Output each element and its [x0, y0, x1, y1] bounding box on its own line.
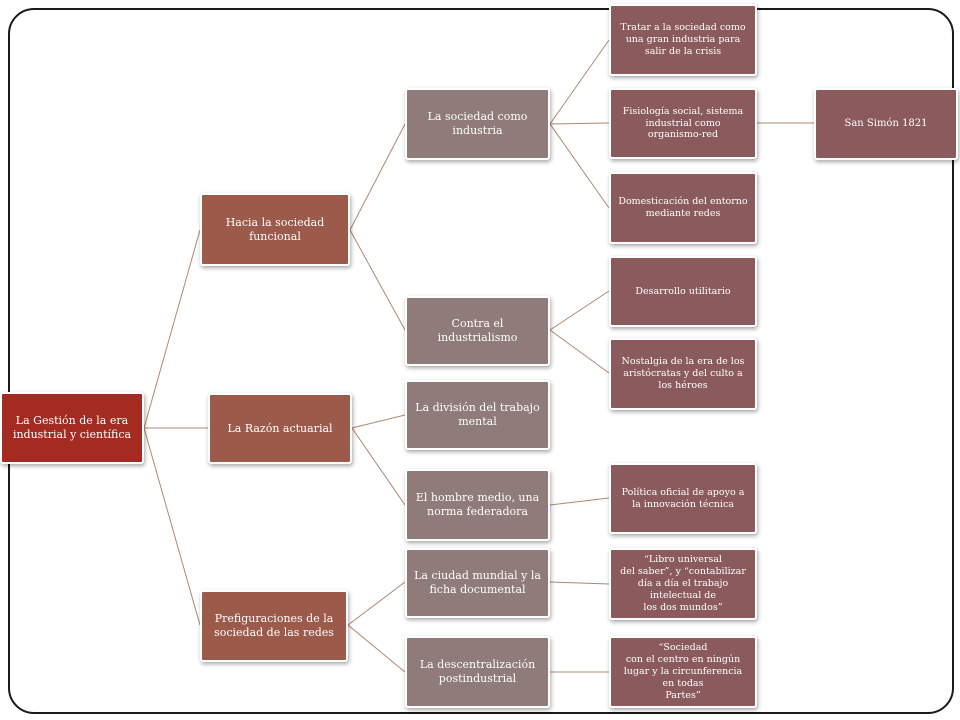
connector-contra-nostalgia: [549, 329, 610, 374]
node-razon-actuarial: La Razón actuarial: [208, 393, 352, 464]
node-sociedad-centro-line3: Partes”: [665, 689, 701, 701]
connector-actuarial-division: [351, 414, 406, 429]
node-tratar-sociedad-label: Tratar a la sociedad como una gran indus…: [620, 22, 746, 57]
connector-root-funcional: [143, 229, 201, 429]
node-san-simon-label: San Simón 1821: [844, 117, 928, 129]
connector-redes-descentral: [347, 624, 406, 673]
connector-funcional-sociedad: [349, 123, 406, 231]
node-descentralizacion: La descentralización postindustrial: [405, 636, 550, 708]
connector-sociedad-fisiologia: [549, 122, 610, 125]
connector-sociedad-tratar: [549, 39, 610, 125]
node-sociedad-centro-line1: “Sociedad: [658, 642, 708, 654]
connector-contra-desarrollo: [549, 290, 610, 331]
node-san-simon: San Simón 1821: [814, 88, 958, 160]
slide-frame: [8, 8, 954, 714]
node-division-trabajo-mental-label: La división del trabajo mental: [415, 401, 540, 428]
node-prefiguraciones-redes-label: Prefiguraciones de la sociedad de las re…: [214, 612, 334, 639]
node-nostalgia-aristocratas: Nostalgia de la era de los aristócratas …: [609, 338, 757, 410]
node-sociedad-centro-line2: con el centro en ningún lugar y la circu…: [623, 654, 743, 689]
node-razon-actuarial-label: La Razón actuarial: [227, 421, 333, 435]
node-desarrollo-utilitario: Desarrollo utilitario: [609, 256, 757, 327]
node-libro-universal-line2: del saber”, y “contabilizar día a día el…: [620, 566, 746, 601]
node-nostalgia-aristocratas-label: Nostalgia de la era de los aristócratas …: [621, 356, 745, 391]
node-descentralizacion-label: La descentralización postindustrial: [419, 658, 536, 685]
node-hombre-medio: El hombre medio, una norma federadora: [405, 469, 550, 541]
node-sociedad-centro: “Sociedad con el centro en ningún lugar …: [609, 636, 757, 708]
connector-ciudad-libro: [549, 581, 610, 585]
node-fisiologia-social-label: Fisiología social, sistema industrial co…: [622, 105, 744, 141]
connector-sociedad-domesticacion: [549, 123, 610, 209]
node-root-label: La Gestión de la era industrial y cientí…: [12, 414, 132, 441]
node-desarrollo-utilitario-label: Desarrollo utilitario: [635, 285, 731, 297]
connector-actuarial-hombre: [351, 427, 406, 506]
connector-root-redes: [143, 427, 201, 626]
node-libro-universal-line3: los dos mundos”: [643, 601, 723, 613]
node-contra-industrialismo-label: Contra el industrialismo: [437, 317, 518, 344]
node-libro-universal: “Libro universal del saber”, y “contabil…: [609, 548, 757, 620]
node-ciudad-mundial: La ciudad mundial y la ficha documental: [405, 548, 550, 618]
node-domesticacion-entorno-label: Domesticación del entorno mediante redes: [618, 196, 748, 219]
node-fisiologia-social: Fisiología social, sistema industrial co…: [609, 88, 757, 159]
node-hombre-medio-label: El hombre medio, una norma federadora: [415, 491, 540, 518]
node-politica-oficial-label: Política oficial de apoyo a la innovació…: [621, 486, 745, 510]
node-sociedad-como-industria: La sociedad como industria: [405, 88, 550, 160]
connector-redes-ciudad: [347, 581, 406, 626]
node-domesticacion-entorno: Domesticación del entorno mediante redes: [609, 172, 757, 244]
node-sociedad-como-industria-label: La sociedad como industria: [427, 110, 528, 137]
node-root: La Gestión de la era industrial y cientí…: [0, 392, 144, 464]
node-division-trabajo-mental: La división del trabajo mental: [405, 380, 550, 450]
node-tratar-sociedad: Tratar a la sociedad como una gran indus…: [609, 4, 757, 76]
node-contra-industrialismo: Contra el industrialismo: [405, 296, 550, 366]
node-libro-universal-line1: “Libro universal: [644, 554, 722, 566]
node-hacia-sociedad-funcional-label: Hacia la sociedad funcional: [225, 215, 325, 243]
connector-hombre-politica: [549, 497, 610, 506]
node-prefiguraciones-redes: Prefiguraciones de la sociedad de las re…: [200, 590, 348, 662]
node-hacia-sociedad-funcional: Hacia la sociedad funcional: [200, 193, 350, 266]
node-ciudad-mundial-label: La ciudad mundial y la ficha documental: [414, 569, 541, 596]
node-politica-oficial: Política oficial de apoyo a la innovació…: [609, 463, 757, 534]
connector-funcional-contra: [349, 229, 406, 331]
